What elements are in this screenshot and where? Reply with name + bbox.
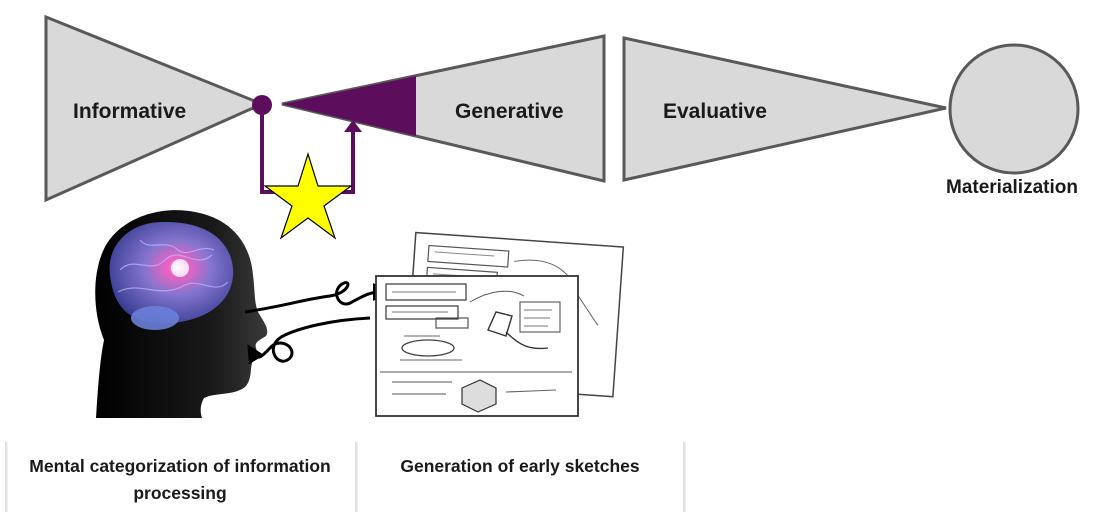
arrow-up-icon [344, 120, 362, 132]
evaluative-funnel [622, 36, 947, 182]
evaluative-label: Evaluative [663, 100, 767, 123]
generative-label: Generative [455, 100, 564, 123]
informative-label: Informative [73, 100, 186, 123]
caption-divider-right [683, 442, 686, 512]
materialization-label: Materialization [946, 177, 1078, 198]
generative-funnel [281, 34, 606, 183]
caption-divider-left [5, 442, 8, 512]
generative-purple-tip [282, 76, 416, 136]
materialization-circle [948, 43, 1080, 175]
caption-mental-categorization: Mental categorization of information pro… [29, 456, 331, 503]
star-icon [263, 151, 353, 240]
junction-dot [252, 95, 272, 115]
caption-early-sketches: Generation of early sketches [400, 456, 640, 476]
thought-flow-arrows [244, 281, 391, 365]
caption-divider-middle [355, 442, 358, 512]
head-with-brain-icon [95, 210, 268, 418]
informative-funnel [44, 14, 266, 203]
sketch-pages-icon [375, 231, 625, 417]
